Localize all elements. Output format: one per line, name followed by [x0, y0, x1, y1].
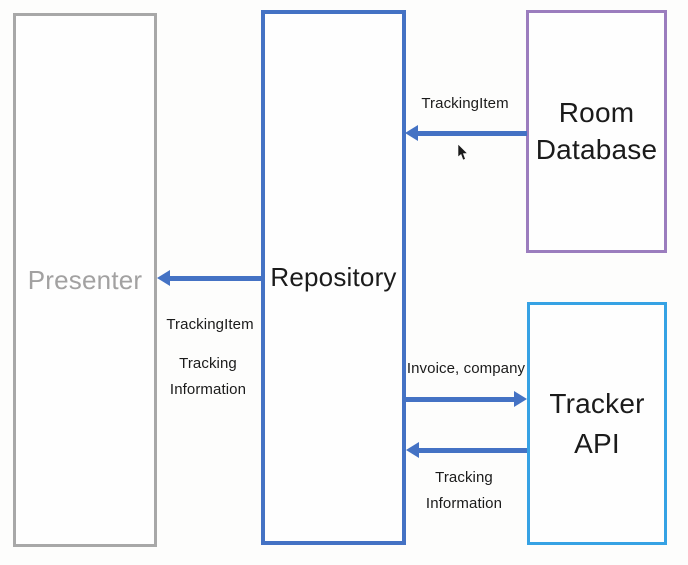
arrowhead-right-icon — [514, 391, 527, 407]
arrowhead-left-icon — [406, 442, 419, 458]
arrow-room-database-to-repository-icon — [405, 125, 527, 141]
presenter-label: Presenter — [27, 264, 143, 295]
arrow-shaft — [419, 447, 527, 453]
edge-label-tracking-information-right: Tracking Information — [425, 469, 503, 512]
edge-label-invoice-company: Invoice, company — [406, 360, 526, 377]
arrow-repository-to-tracker-api-icon — [406, 391, 527, 407]
room-database-label: Room Database — [535, 96, 658, 165]
tracker-api-label: Tracker API — [549, 388, 645, 459]
edge-label-tracking-information-left: Tracking Information — [169, 355, 247, 398]
mouse-pointer-icon — [457, 144, 469, 161]
arrow-shaft — [170, 275, 262, 281]
tracker-api-box: Tracker API — [527, 302, 667, 545]
arrow-repository-to-presenter-icon — [157, 270, 262, 286]
arrow-shaft — [418, 130, 527, 136]
presenter-box: Presenter — [13, 13, 157, 547]
repository-box: Repository — [261, 10, 406, 545]
room-database-box: Room Database — [526, 10, 667, 253]
arrowhead-left-icon — [157, 270, 170, 286]
edge-label-trackingitem-left: TrackingItem — [166, 316, 254, 333]
arrow-tracker-api-to-repository-icon — [406, 442, 527, 458]
arrowhead-left-icon — [405, 125, 418, 141]
repository-label: Repository — [270, 262, 397, 293]
edge-label-trackingitem-top: TrackingItem — [421, 95, 509, 112]
arrow-shaft — [406, 396, 514, 402]
